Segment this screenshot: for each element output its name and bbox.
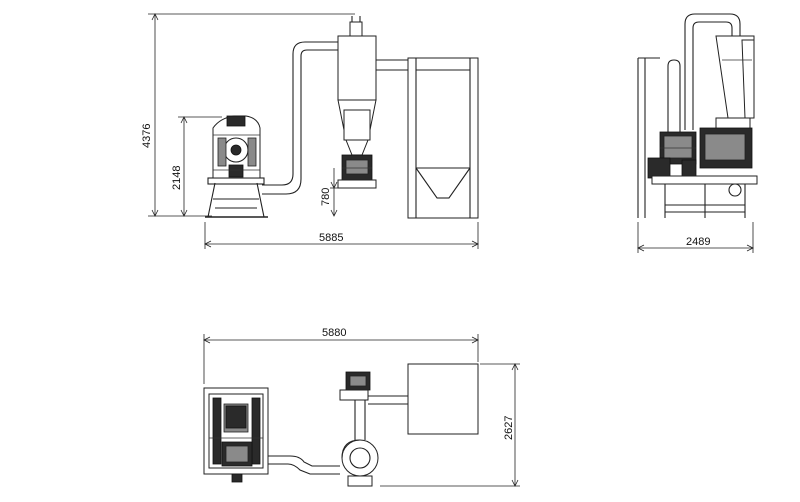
dim-label-2489: 2489 <box>686 236 710 248</box>
front-mill-stand <box>205 177 268 218</box>
top-bag-filter <box>407 363 479 435</box>
top-mill <box>203 387 269 483</box>
top-dimension-depth: 2627 <box>380 363 520 487</box>
side-bag-filter <box>637 57 660 218</box>
front-dimension-mill-height: 2148 <box>171 116 222 217</box>
dim-label-5880: 5880 <box>322 327 346 339</box>
top-transfer-pipe <box>268 455 340 475</box>
front-mill-body <box>212 115 261 179</box>
front-transfer-pipe <box>262 41 345 195</box>
front-view: 4376 2148 780 5885 <box>141 13 479 249</box>
side-pipes <box>667 13 741 160</box>
front-cyclone <box>337 16 408 189</box>
side-base-frame <box>651 175 758 218</box>
side-view: 2489 <box>637 13 758 253</box>
top-dimension-total-length: 5880 <box>203 327 479 384</box>
dim-label-780: 780 <box>320 188 332 206</box>
dim-label-2148: 2148 <box>171 166 183 190</box>
side-dimension-width: 2489 <box>637 222 754 253</box>
front-bag-filter <box>407 57 479 219</box>
top-view: 5880 2627 <box>203 327 520 487</box>
front-dimension-outlet-height: 780 <box>320 168 340 217</box>
top-cyclone <box>339 371 408 487</box>
dim-label-2627: 2627 <box>503 416 515 440</box>
dim-label-5885: 5885 <box>319 232 343 244</box>
side-cyclone <box>715 35 755 141</box>
front-dimension-total-height: 4376 <box>141 13 355 217</box>
side-motor-mill <box>647 127 753 179</box>
dim-label-4376: 4376 <box>141 124 153 148</box>
front-dimension-total-length: 5885 <box>204 222 479 249</box>
